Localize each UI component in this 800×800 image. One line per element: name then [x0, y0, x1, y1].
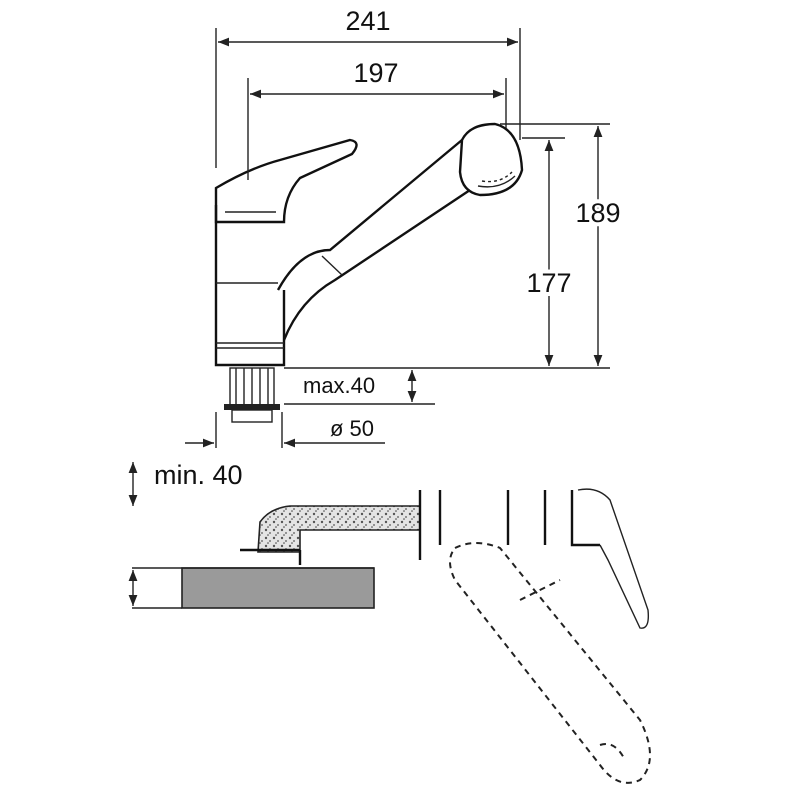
dimension-spout-length-label: 197	[353, 58, 398, 88]
dimension-total-length-label: 241	[345, 6, 390, 36]
dimension-max-thickness-label: max.40	[303, 373, 375, 398]
faucet-side-view	[214, 122, 524, 423]
dimension-spout-height-label: 177	[526, 268, 571, 298]
pullout-hose-view	[438, 488, 651, 784]
dimension-hole-diameter: ø 50	[185, 412, 385, 448]
sink-section	[128, 567, 375, 609]
dimension-spout-length: 197	[247, 58, 507, 180]
worktop-section	[257, 490, 422, 560]
dimension-total-length: 241	[215, 6, 521, 168]
dimension-max-thickness: max.40	[284, 370, 435, 405]
dimension-total-height-label: 189	[575, 198, 620, 228]
dimension-hole-diameter-label: ø 50	[330, 416, 374, 441]
dimension-total-height: 189	[500, 123, 625, 366]
dimension-min-depth-label: min. 40	[154, 460, 243, 490]
dimension-min-depth: min. 40	[128, 460, 243, 506]
dimension-spout-height: 177	[522, 137, 576, 366]
mounting-plate	[240, 548, 302, 565]
